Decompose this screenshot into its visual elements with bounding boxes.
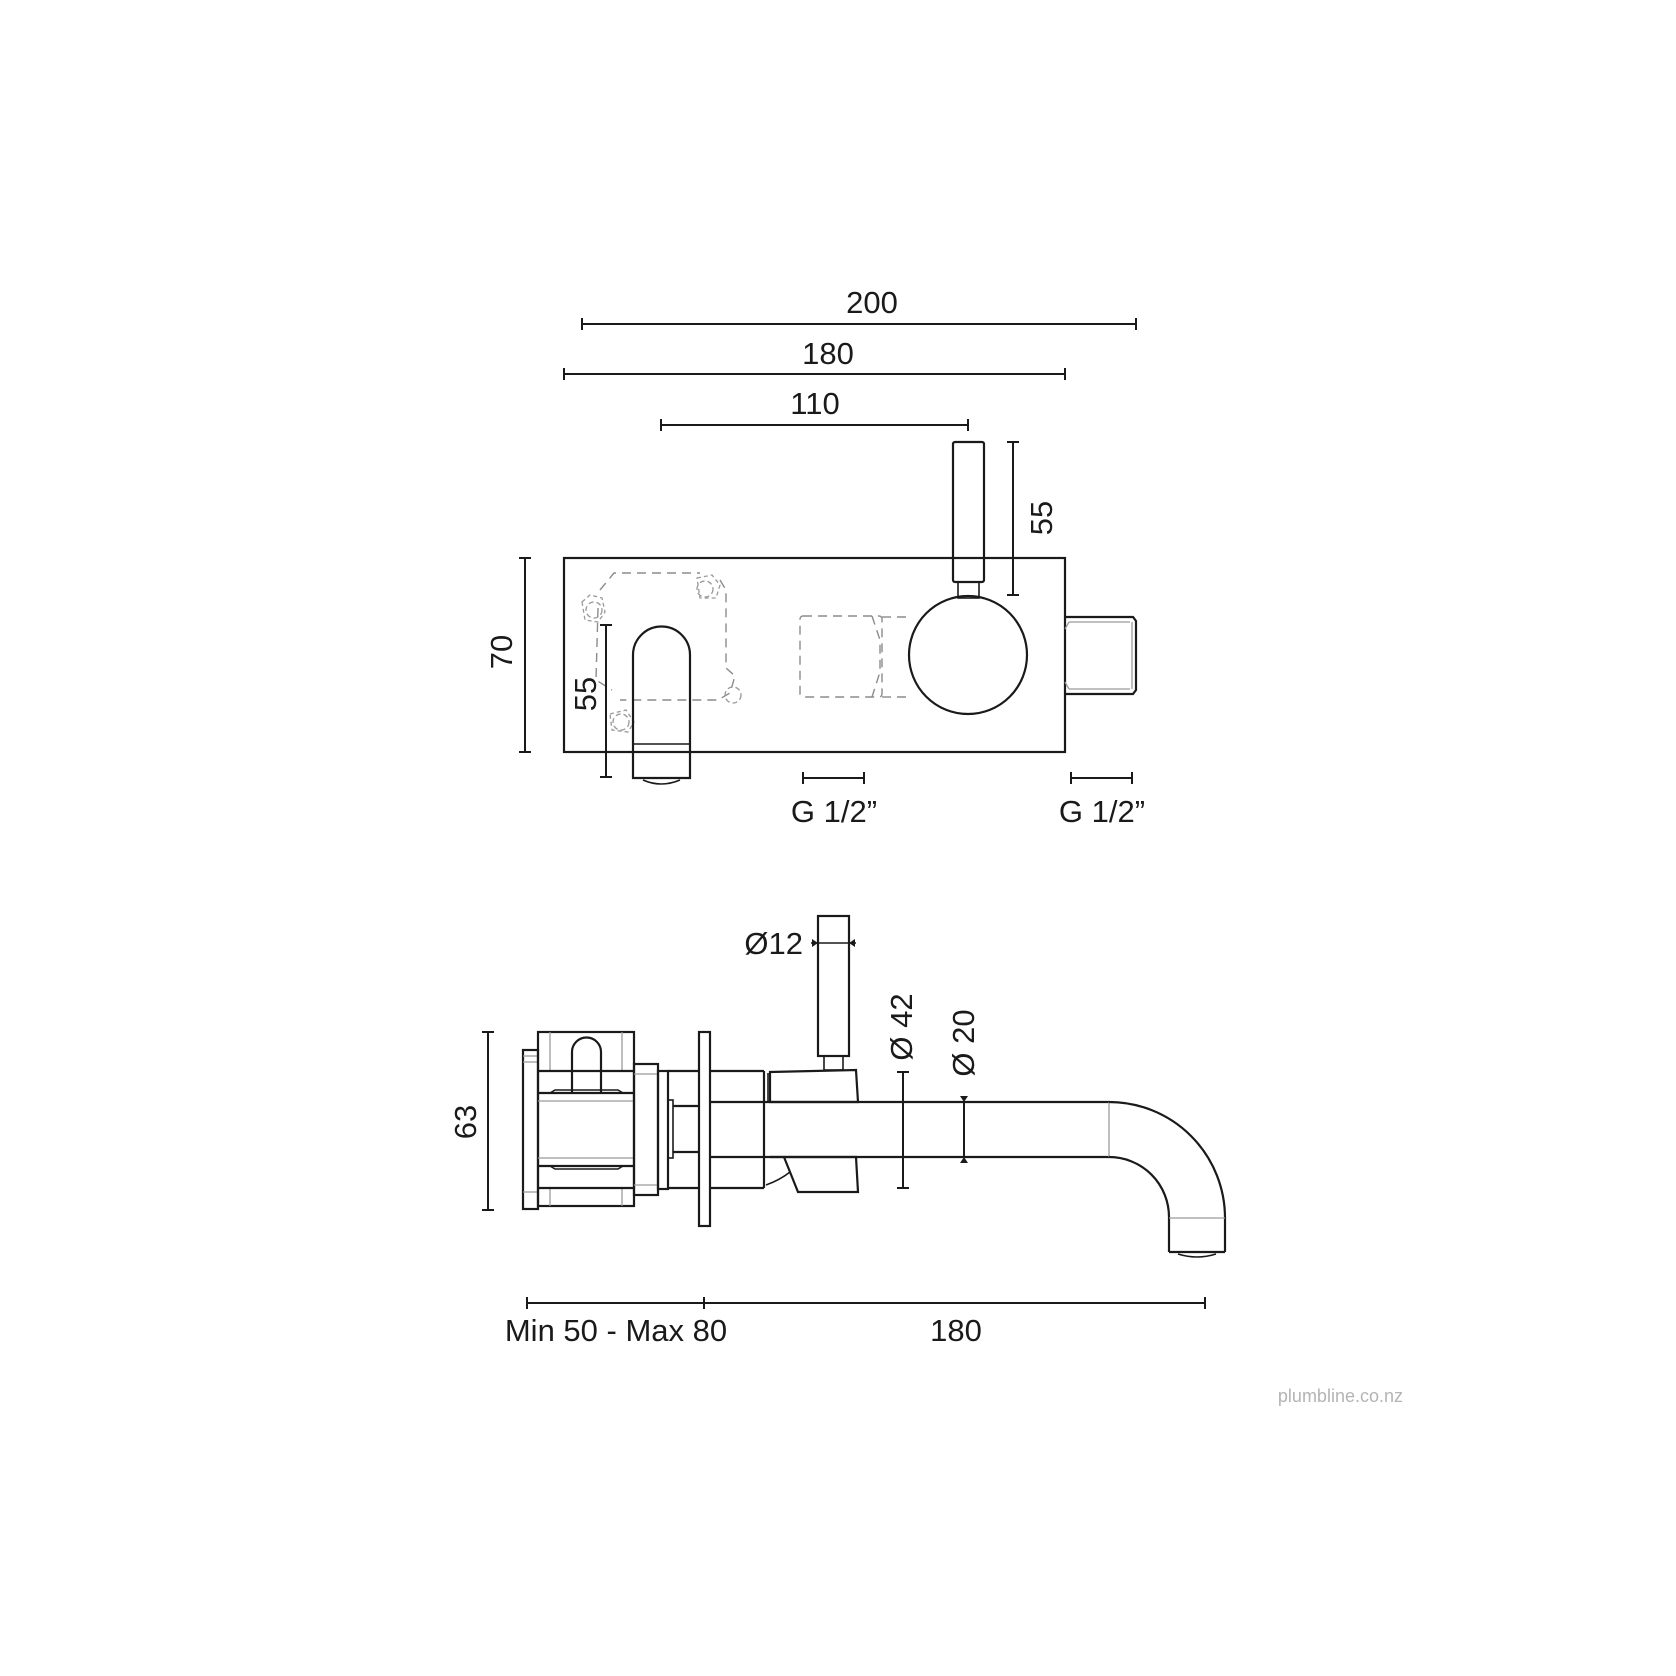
- dim-spout-drop: 55: [568, 624, 612, 778]
- dim-rough-in-height: 63: [448, 1031, 494, 1211]
- dim-body-diameter: Ø 42: [884, 993, 919, 1189]
- handle-lever-side: [816, 914, 851, 1058]
- hidden-valve-body: [799, 615, 912, 698]
- dim-label-55-handle: 55: [1024, 501, 1059, 535]
- dim-spout-projection: 180: [704, 1297, 1206, 1348]
- dim-label-200: 200: [846, 285, 898, 320]
- dim-label-180-bottom: 180: [930, 1313, 982, 1348]
- dim-label-g-half-2: G 1/2”: [1059, 794, 1145, 829]
- dim-inlet-2: G 1/2”: [1059, 772, 1145, 829]
- handle-front: [907, 440, 1029, 716]
- dim-label-d20: Ø 20: [946, 1009, 981, 1076]
- handle-rosette: [907, 594, 1029, 716]
- dim-label-180-top: 180: [802, 336, 854, 371]
- dim-label-55-spout: 55: [568, 677, 603, 711]
- hidden-mounting-box: [581, 572, 742, 733]
- valve-housing-side: [710, 914, 860, 1194]
- dim-wall-depth: Min 50 - Max 80: [505, 1297, 727, 1348]
- dim-inlet-1: G 1/2”: [791, 772, 877, 829]
- front-view: 200 180 110 55 70: [484, 285, 1145, 829]
- spout-front: [631, 625, 692, 785]
- dim-label-70: 70: [484, 635, 519, 669]
- dim-label-d42: Ø 42: [884, 993, 919, 1060]
- dim-label-d12: Ø12: [744, 926, 803, 961]
- dim-plate-height: 70: [484, 557, 531, 753]
- dim-label-wall-depth: Min 50 - Max 80: [505, 1313, 727, 1348]
- dim-handle-diameter: Ø12: [744, 926, 856, 961]
- dim-overall-width: 200: [581, 285, 1137, 330]
- dim-label-g-half-1: G 1/2”: [791, 794, 877, 829]
- dim-spout-to-handle: 110: [660, 386, 969, 431]
- body-rings: [632, 1062, 699, 1197]
- spout-side: [710, 1100, 1227, 1258]
- wall-flange: [697, 1030, 712, 1228]
- dim-label-110: 110: [790, 386, 839, 421]
- side-view: 63: [448, 914, 1227, 1348]
- concealed-valve-body: [521, 1030, 636, 1211]
- dim-handle-length: 55: [1007, 441, 1059, 596]
- cover-plate: [562, 556, 1067, 754]
- watermark: plumbline.co.nz: [1278, 1386, 1403, 1406]
- dim-plate-width: 180: [563, 336, 1066, 380]
- dim-label-63: 63: [448, 1105, 483, 1139]
- dim-spout-diameter: Ø 20: [946, 1009, 981, 1163]
- inlet-connector: [1064, 615, 1138, 696]
